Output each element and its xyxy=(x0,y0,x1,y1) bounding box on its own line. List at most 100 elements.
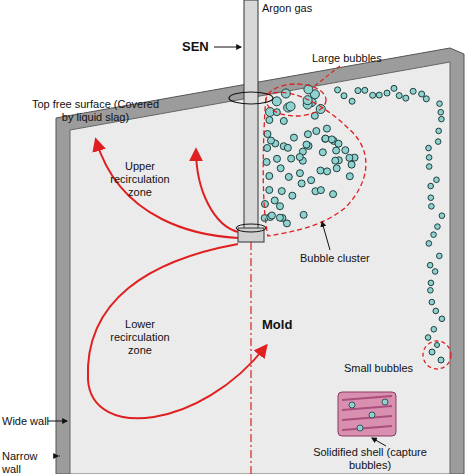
gas-bubble xyxy=(429,349,435,355)
gas-bubble xyxy=(288,155,295,162)
gas-bubble xyxy=(425,335,431,341)
gas-bubble xyxy=(317,187,324,194)
gas-bubble xyxy=(370,92,376,98)
wall-label: Wide wall xyxy=(2,415,50,428)
gas-bubble xyxy=(423,96,429,102)
gas-bubble xyxy=(431,232,437,238)
gas-bubble xyxy=(266,173,273,180)
gas-bubble xyxy=(276,203,283,210)
gas-bubble xyxy=(355,88,361,94)
gas-bubble xyxy=(304,85,313,94)
gas-bubble xyxy=(335,87,341,93)
gas-bubble xyxy=(303,141,310,148)
gas-bubble xyxy=(296,154,303,161)
flow-arrow xyxy=(196,150,238,232)
gas-bubble xyxy=(426,164,432,170)
gas-bubble xyxy=(328,136,335,143)
gas-bubble xyxy=(429,299,435,305)
sen-port xyxy=(238,228,264,242)
gas-bubble xyxy=(284,144,291,151)
gas-bubble xyxy=(438,357,444,363)
gas-bubble xyxy=(333,147,340,154)
gas-bubble xyxy=(278,188,285,195)
gas-bubble xyxy=(426,241,432,247)
callout-label: Bubble cluster xyxy=(300,252,390,265)
part-label: Mold xyxy=(262,318,312,331)
pointer-arrow xyxy=(48,421,67,422)
gas-bubble xyxy=(281,89,290,98)
gas-bubble xyxy=(261,201,268,208)
gas-bubble xyxy=(435,224,441,230)
surface-ring xyxy=(229,92,273,104)
gas-bubble xyxy=(437,253,443,259)
gas-bubble xyxy=(335,140,342,147)
pointer-arrow xyxy=(54,456,58,457)
gas-bubble xyxy=(362,87,368,93)
gas-bubble xyxy=(376,92,382,98)
zone-label: Upper recirculation zone xyxy=(100,160,180,199)
gas-bubble xyxy=(267,137,274,144)
gas-bubble xyxy=(332,157,339,164)
gas-bubble xyxy=(403,95,409,101)
cluster-boundary xyxy=(263,92,366,236)
gas-bubble xyxy=(317,167,324,174)
surface-label: Top free surface (Covered by liquid slag… xyxy=(28,98,163,124)
gas-bubble xyxy=(436,128,442,134)
gas-bubble xyxy=(268,212,275,219)
gas-bubble xyxy=(273,155,280,162)
gas-bubble xyxy=(308,177,315,184)
pointer-arrow xyxy=(59,456,60,457)
gas-bubble xyxy=(333,165,340,172)
gas-bubble xyxy=(434,177,440,183)
gas-bubble xyxy=(396,93,402,99)
gas-bubble xyxy=(429,204,435,210)
gas-bubble xyxy=(313,128,320,135)
gas-bubble xyxy=(427,262,433,268)
gas-bubble xyxy=(276,214,283,221)
gas-bubble xyxy=(298,180,305,187)
gas-bubble xyxy=(439,116,445,122)
gas-bubble xyxy=(342,147,349,154)
flow-arrow xyxy=(96,140,238,238)
gas-bubble xyxy=(341,93,347,99)
callout-label: Large bubbles xyxy=(312,52,402,65)
gas-bubble xyxy=(286,102,295,111)
gas-bubble xyxy=(271,197,278,204)
gas-bubble xyxy=(428,280,434,286)
gas-bubble xyxy=(439,213,445,219)
gas-bubble xyxy=(264,131,271,138)
large-bubble-outline xyxy=(266,84,326,116)
solidified-shell xyxy=(338,392,396,436)
gas-bubble xyxy=(346,173,353,180)
gas-bubble xyxy=(419,91,425,97)
zone-label: Lower recirculation zone xyxy=(100,318,180,357)
gas-bubble xyxy=(428,195,434,201)
callout-label: Small bubbles xyxy=(344,362,424,375)
gas-bubble xyxy=(437,101,443,107)
gas-bubble xyxy=(304,131,311,138)
gas-bubble xyxy=(426,145,432,151)
sen-tube xyxy=(244,0,258,232)
gas-bubble xyxy=(349,98,355,104)
port-ring xyxy=(236,224,266,232)
gas-bubble xyxy=(438,109,444,115)
pointer-arrow xyxy=(214,47,241,48)
mold-cavity xyxy=(70,62,450,474)
gas-bubble xyxy=(433,308,439,314)
gas-bubble xyxy=(289,192,296,199)
gas-bubble xyxy=(264,145,271,152)
gas-label: Argon gas xyxy=(262,2,342,15)
gas-bubble xyxy=(300,211,307,218)
gas-bubble xyxy=(426,155,432,161)
gas-bubble xyxy=(384,90,390,96)
wall-label: Narrow wall xyxy=(2,450,58,474)
gas-bubble xyxy=(431,326,437,332)
shell-label: Solidified shell (capture bubbles) xyxy=(310,446,430,472)
leader-line xyxy=(312,66,340,88)
gas-bubble xyxy=(283,220,290,227)
flow-arrow xyxy=(88,244,266,418)
gas-bubble xyxy=(263,159,270,166)
gas-bubble xyxy=(277,165,284,172)
